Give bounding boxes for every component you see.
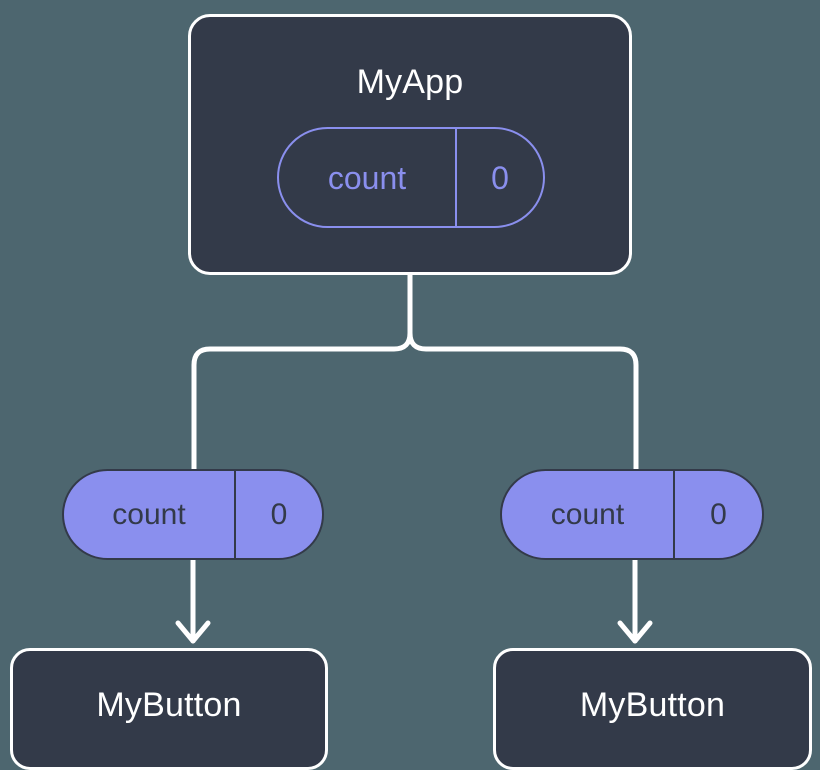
node-myapp[interactable]: MyApp (188, 14, 632, 275)
node-myapp-label: MyApp (356, 63, 464, 101)
prop-pill-left[interactable]: count 0 (62, 469, 324, 560)
state-pill-myapp-value: 0 (455, 129, 543, 226)
connector-tree-split (191, 272, 413, 473)
prop-pill-left-value: 0 (234, 471, 322, 558)
arrow-head-left-icon (175, 620, 211, 644)
connector-tree-split-right (407, 330, 639, 473)
prop-pill-right[interactable]: count 0 (500, 469, 764, 560)
state-pill-myapp-key: count (327, 159, 407, 196)
node-mybutton-right[interactable]: MyButton (493, 648, 812, 770)
prop-pill-left-key: count (112, 497, 186, 531)
node-mybutton-left[interactable]: MyButton (10, 648, 328, 770)
prop-pill-right-key: count (550, 497, 625, 531)
node-mybutton-left-label: MyButton (96, 686, 242, 724)
state-pill-myapp[interactable]: count 0 (277, 127, 545, 228)
arrow-head-right-icon (617, 620, 653, 644)
node-mybutton-right-label: MyButton (579, 686, 726, 724)
prop-pill-right-value: 0 (673, 471, 762, 558)
